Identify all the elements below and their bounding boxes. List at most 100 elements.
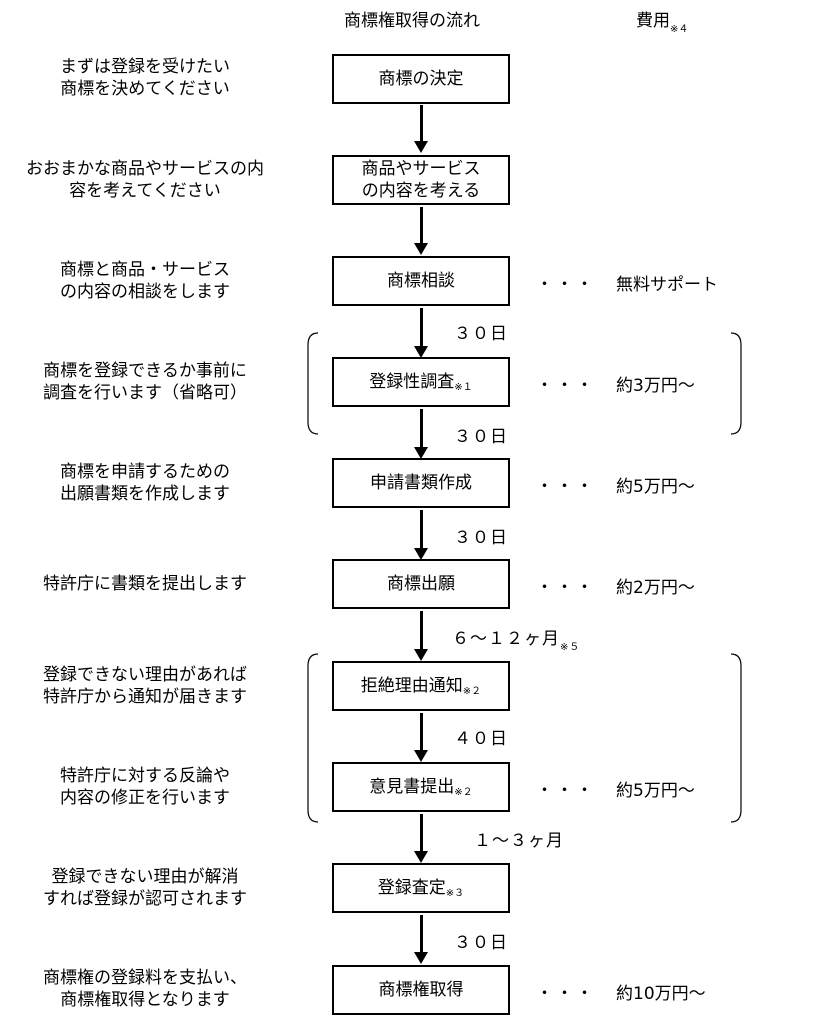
description-8-line1: 特許庁に対する反論や [60,766,230,786]
duration-2: ３０日 [454,427,508,447]
step-4-note: ※１ [454,382,473,393]
connector-9 [420,915,423,952]
step-9-label: 登録査定 [377,878,446,898]
duration-4-note: ※５ [560,642,581,653]
step-box-8: 意見書提出※２ [332,762,510,812]
cost-dots-1: ・・・ [536,275,596,295]
description-1: まずは登録を受けたい商標を決めてください [0,56,290,100]
step-7-label: 拒絶理由通知 [360,676,463,696]
step-2-label-line1: 商品やサービス [361,159,481,179]
description-3-line1: 商標と商品・サービス [60,260,230,280]
description-5-line2: 出願書類を作成します [60,484,230,504]
arrow-head-8 [414,851,428,863]
cost-1: 無料サポート [616,275,718,295]
cost-3: 約5万円～ [616,477,695,497]
description-9: 登録できない理由が解消すれば登録が認可されます [0,866,290,910]
connector-8 [420,814,423,851]
description-8-line2: 内容の修正を行います [60,788,230,808]
description-1-line1: まずは登録を受けたい [60,57,230,77]
description-4-line1: 商標を登録できるか事前に [43,361,247,381]
connector-3 [420,308,423,346]
arrow-head-7 [414,750,428,762]
arrow-head-1 [414,141,428,153]
description-9-line2: すれば登録が認可されます [43,889,247,909]
cost-title: 費用※４ [636,6,688,35]
description-10: 商標権の登録料を支払い、商標権取得となります [0,967,290,1011]
description-5-line1: 商標を申請するための [60,462,230,482]
description-3: 商標と商品・サービスの内容の相談をします [0,259,290,303]
cost-4: 約2万円～ [616,578,695,598]
cost-dots-3: ・・・ [536,477,596,497]
flow-title: 商標権取得の流れ [344,11,480,31]
connector-1 [420,105,423,141]
right-bracket-survey [730,332,742,435]
arrow-head-2 [414,243,428,255]
duration-3: ３０日 [454,528,508,548]
description-4: 商標を登録できるか事前に調査を行います（省略可） [0,360,290,404]
description-2: おおまかな商品やサービスの内容を考えてください [0,158,290,202]
cost-5: 約5万円～ [616,781,695,801]
cost-title-text: 費用 [636,11,670,31]
connector-5 [420,510,423,548]
description-6-line1: 特許庁に書類を提出します [43,574,247,594]
cost-dots-6: ・・・ [536,984,596,1004]
step-8-label: 意見書提出 [369,777,455,797]
duration-4-text: ６～１２ヶ月 [452,629,560,649]
duration-4: ６～１２ヶ月※５ [452,624,580,653]
cost-title-note: ※４ [670,24,689,35]
step-box-5: 申請書類作成 [332,458,510,508]
step-7-note: ※２ [462,686,482,697]
description-1-line2: 商標を決めてください [60,79,230,99]
cost-dots-4: ・・・ [536,578,596,598]
description-2-line1: おおまかな商品やサービスの内 [26,159,264,179]
step-box-7: 拒絶理由通知※２ [332,661,510,711]
duration-7: ３０日 [454,933,508,953]
step-1-label: 商標の決定 [378,69,464,89]
cost-6: 約10万円～ [616,984,706,1004]
connector-2 [420,207,423,243]
step-box-4: 登録性調査※１ [332,357,510,407]
cost-2: 約3万円～ [616,376,695,396]
description-7: 登録できない理由があれば特許庁から通知が届きます [0,664,290,708]
step-box-1: 商標の決定 [332,54,510,104]
description-2-line2: 容を考えてください [69,181,221,201]
cost-dots-2: ・・・ [536,376,596,396]
step-4-label: 登録性調査 [369,372,455,392]
step-box-2: 商品やサービスの内容を考える [332,155,510,205]
step-9-note: ※３ [445,888,465,899]
description-9-line1: 登録できない理由が解消 [51,867,239,887]
arrow-head-3 [414,346,428,358]
step-box-10: 商標権取得 [332,965,510,1015]
cost-dots-5: ・・・ [536,781,596,801]
description-3-line2: の内容の相談をします [60,282,230,302]
left-bracket-rejection [307,653,319,823]
step-box-9: 登録査定※３ [332,863,510,913]
arrow-head-5 [414,548,428,560]
step-2-label-line2: の内容を考える [361,181,481,201]
duration-5: ４０日 [454,729,508,749]
duration-1: ３０日 [454,324,508,344]
arrow-head-4 [414,447,428,459]
step-5-label: 申請書類作成 [370,473,472,493]
step-box-3: 商標相談 [332,256,510,306]
duration-6: １～３ヶ月 [474,831,564,851]
connector-7 [420,713,423,750]
description-4-line2: 調査を行います（省略可） [43,383,247,403]
description-10-line2: 商標権取得となります [60,990,230,1010]
description-7-line2: 特許庁から通知が届きます [43,687,247,707]
step-6-label: 商標出願 [387,574,455,594]
arrow-head-9 [414,952,428,964]
step-8-note: ※２ [454,787,473,798]
left-bracket-survey [307,332,319,435]
step-10-label: 商標権取得 [378,980,464,1000]
description-6: 特許庁に書類を提出します [0,573,290,595]
connector-6 [420,611,423,649]
description-10-line1: 商標権の登録料を支払い、 [43,968,247,988]
connector-4 [420,409,423,447]
arrow-head-6 [414,649,428,661]
description-8: 特許庁に対する反論や内容の修正を行います [0,765,290,809]
description-5: 商標を申請するための出願書類を作成します [0,461,290,505]
step-box-6: 商標出願 [332,559,510,609]
step-3-label: 商標相談 [387,271,455,291]
